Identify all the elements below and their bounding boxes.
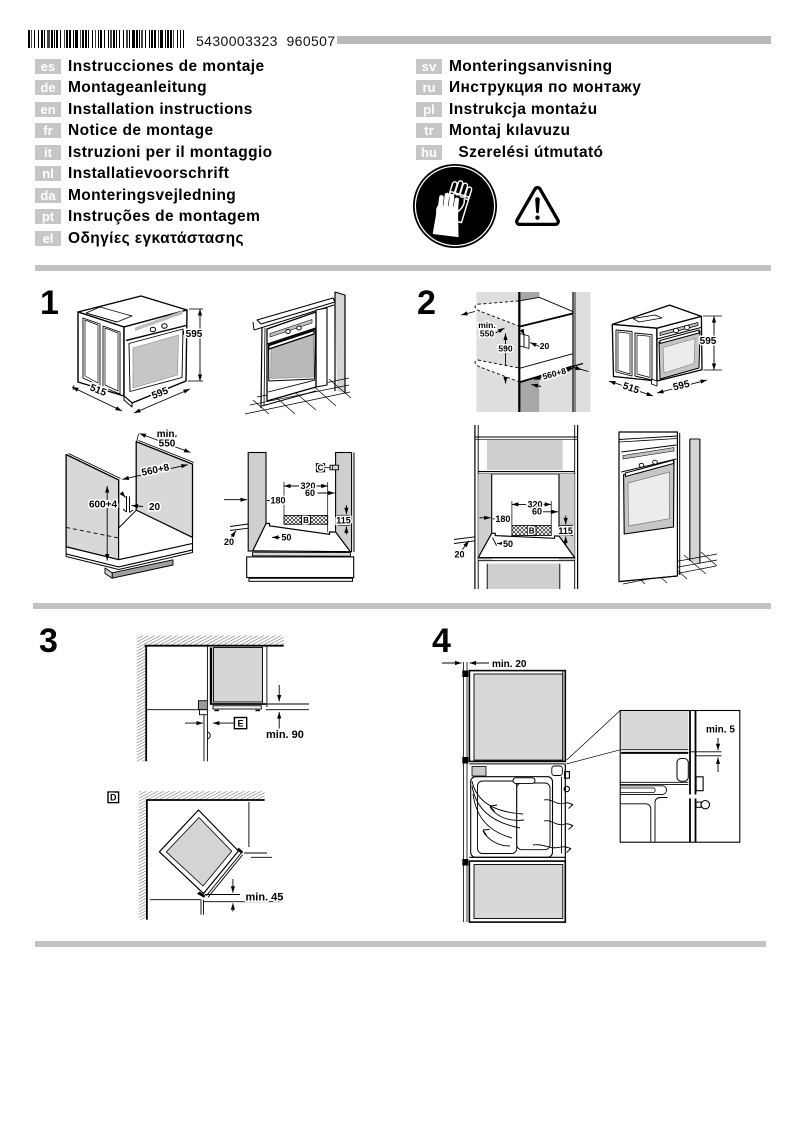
svg-text:min. 5: min. 5 [706,725,735,736]
svg-text:50: 50 [281,533,291,543]
svg-text:D: D [110,793,117,803]
svg-text:min.: min. [157,429,178,440]
svg-text:115: 115 [336,516,351,526]
svg-text:320: 320 [300,481,315,491]
svg-text:595: 595 [186,329,203,340]
svg-text:min. 90: min. 90 [266,729,304,741]
svg-text:B: B [529,527,535,536]
svg-text:20: 20 [540,341,550,351]
svg-text:B: B [303,516,309,525]
svg-text:600+4: 600+4 [89,500,118,511]
svg-text:180: 180 [495,514,510,524]
svg-text:60: 60 [532,507,542,517]
svg-text:20: 20 [454,550,464,560]
svg-text:60: 60 [305,488,315,498]
svg-text:595: 595 [700,336,717,347]
svg-text:20: 20 [149,502,161,513]
svg-text:E: E [237,718,243,728]
svg-text:min. 20: min. 20 [492,659,527,670]
svg-text:C: C [318,463,324,472]
svg-text:320: 320 [527,500,542,510]
svg-text:515: 515 [621,381,641,397]
svg-text:595: 595 [672,379,691,394]
svg-text:50: 50 [503,539,513,549]
svg-text:115: 115 [558,526,573,536]
svg-text:550: 550 [159,439,176,450]
svg-text:min.: min. [478,320,495,330]
svg-text:min. 45: min. 45 [246,892,284,904]
svg-text:180: 180 [270,496,285,506]
svg-text:590: 590 [498,344,512,354]
svg-text:550: 550 [480,329,494,339]
svg-text:20: 20 [224,537,234,547]
